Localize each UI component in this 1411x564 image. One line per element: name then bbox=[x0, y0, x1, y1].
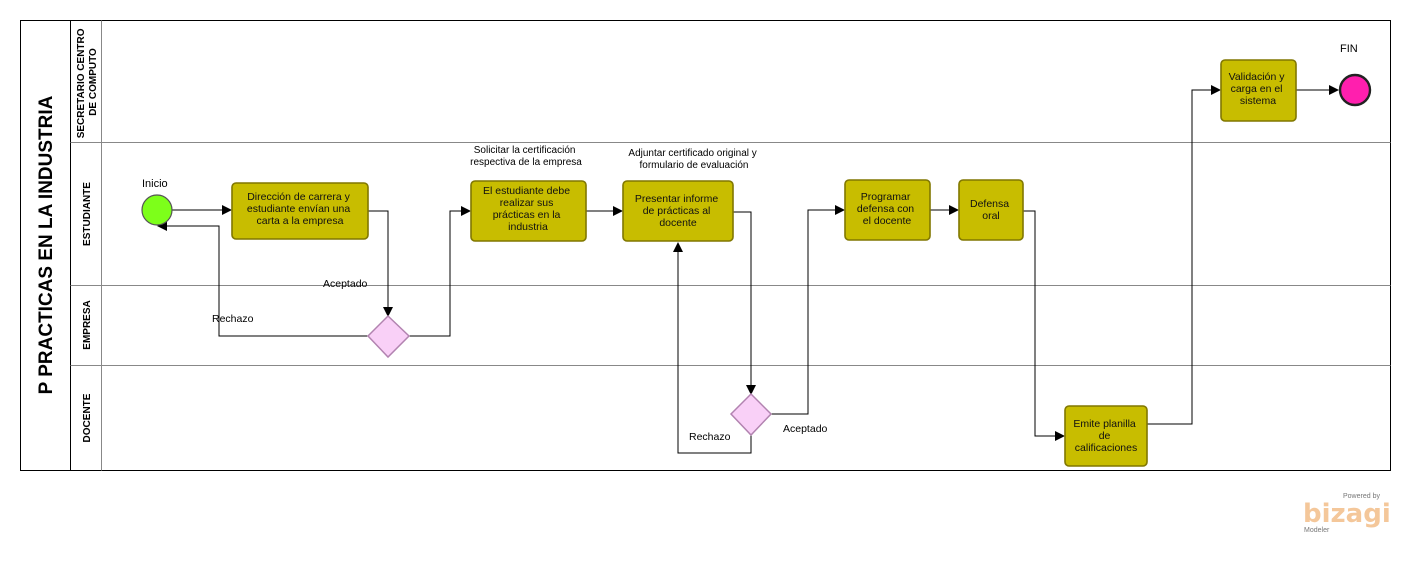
task-presentar-informe[interactable]: Presentar informe de prácticas al docent… bbox=[622, 180, 734, 242]
svg-text:Emite planilla de: Emite planilla de calificaciones bbox=[1073, 418, 1138, 454]
lane-label-docente: DOCENTE bbox=[82, 393, 93, 442]
label-rechazo-docente: Rechazo bbox=[689, 431, 731, 443]
svg-text:Programar defensa con: Programar defensa con el docente bbox=[857, 191, 917, 227]
task-emite-planilla[interactable]: Emite planilla de calificaciones bbox=[1064, 405, 1148, 467]
flow-gateway-aceptado bbox=[409, 206, 471, 337]
lane-label-secretario: SECRETARIO CENTRO DE COMPUTO bbox=[76, 26, 99, 139]
end-event[interactable] bbox=[1338, 73, 1372, 107]
annotation-adjuntar: Adjuntar certificado original y formular… bbox=[628, 148, 759, 171]
label-aceptado-docente: Aceptado bbox=[783, 423, 828, 435]
svg-text:Dirección de carrera y e: Dirección de carrera y estudiante envían… bbox=[247, 191, 353, 227]
label-rechazo-empresa: Rechazo bbox=[212, 313, 254, 325]
flow-gateway-rechazo bbox=[157, 221, 368, 337]
gateway-docente[interactable] bbox=[729, 392, 773, 437]
flow-emite-to-validacion bbox=[1147, 85, 1221, 425]
task-realizar-practicas[interactable]: El estudiante debe realizar sus práctica… bbox=[470, 180, 587, 242]
task-defensa-oral[interactable]: Defensa oral bbox=[958, 179, 1024, 241]
brand-name: bizagi bbox=[1303, 499, 1391, 529]
flow-gateway-docente-aceptado bbox=[771, 205, 845, 415]
bizagi-logo: Powered by bizagi Modeler bbox=[1303, 493, 1391, 534]
label-aceptado-empresa: Aceptado bbox=[323, 278, 368, 290]
brand-powered: Powered by bbox=[1343, 493, 1380, 500]
end-event-label: FIN bbox=[1340, 43, 1358, 55]
task-direccion[interactable]: Dirección de carrera y estudiante envían… bbox=[231, 182, 369, 240]
pool-frame bbox=[20, 20, 1391, 471]
annotation-certificacion: Solicitar la certificación respectiva de… bbox=[470, 145, 582, 168]
brand-product: Modeler bbox=[1304, 527, 1330, 534]
svg-text:Presentar informe de prá: Presentar informe de prácticas al docent… bbox=[635, 193, 721, 229]
lane-label-empresa: EMPRESA bbox=[82, 300, 93, 349]
svg-text:El estudiante debe reali: El estudiante debe realizar sus práctica… bbox=[483, 185, 573, 233]
flow-defensa-to-emite bbox=[1023, 210, 1065, 441]
svg-text:Validación y carga en el: Validación y carga en el sistema bbox=[1229, 71, 1288, 107]
gateway-empresa[interactable] bbox=[366, 314, 411, 359]
task-programar-defensa[interactable]: Programar defensa con el docente bbox=[844, 179, 931, 241]
start-event-label: Inicio bbox=[142, 178, 168, 190]
task-validacion[interactable]: Validación y carga en el sistema bbox=[1220, 59, 1297, 122]
flow-gateway-docente-rechazo bbox=[673, 242, 752, 454]
start-event[interactable] bbox=[141, 194, 173, 226]
lane-label-estudiante: ESTUDIANTE bbox=[82, 182, 93, 246]
flow-direccion-to-gateway bbox=[368, 210, 393, 317]
svg-text:Defensa oral: Defensa oral bbox=[970, 198, 1012, 222]
flow-presentar-to-gateway bbox=[733, 211, 756, 395]
pool-title: P PRACTICAS EN LA INDUSTRIA bbox=[36, 95, 57, 394]
